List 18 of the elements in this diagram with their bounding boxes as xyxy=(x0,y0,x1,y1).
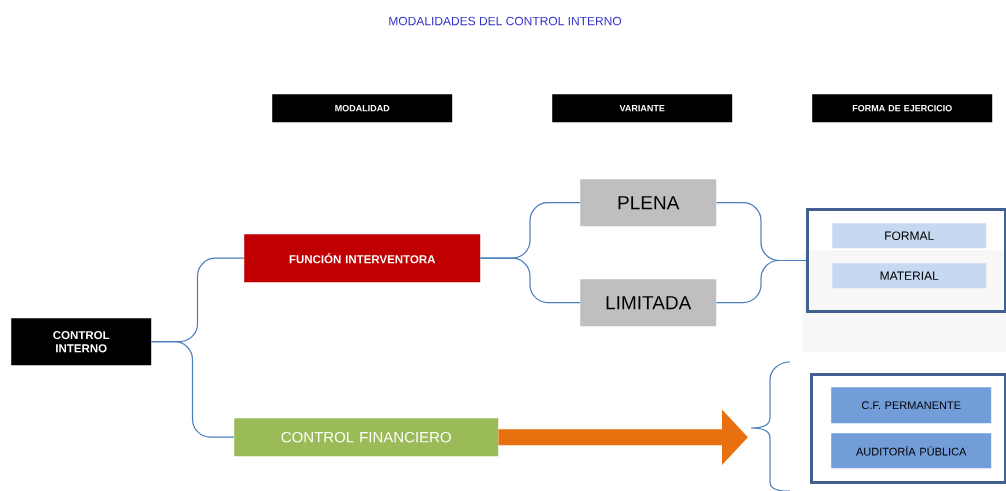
curly-brace xyxy=(715,259,807,304)
curly-brace xyxy=(479,257,581,304)
header-box: FORMA DE EJERCICIO xyxy=(812,94,993,123)
form-box: C.F. PERMANENTE xyxy=(831,387,992,424)
modality-box: CONTROL FINANCIERO xyxy=(234,418,499,457)
header-box: MODALIDAD xyxy=(272,94,453,123)
root-box: CONTROL INTERNO xyxy=(11,318,152,366)
curly-brace xyxy=(150,341,235,438)
form-box: FORMAL xyxy=(832,223,987,249)
bracketed-frame xyxy=(750,361,1006,491)
modality-box: FUNCIÓN INTERVENTORA xyxy=(244,234,481,283)
variant-box: LIMITADA xyxy=(580,279,717,327)
group-frame xyxy=(806,208,1006,313)
header-box: VARIANTE xyxy=(552,94,733,123)
form-box: MATERIAL xyxy=(832,263,987,289)
title: MODALIDADES DEL CONTROL INTERNO xyxy=(389,16,622,26)
variant-box: PLENA xyxy=(580,179,717,227)
form-box: AUDITORÍA PÚBLICA xyxy=(831,433,992,469)
